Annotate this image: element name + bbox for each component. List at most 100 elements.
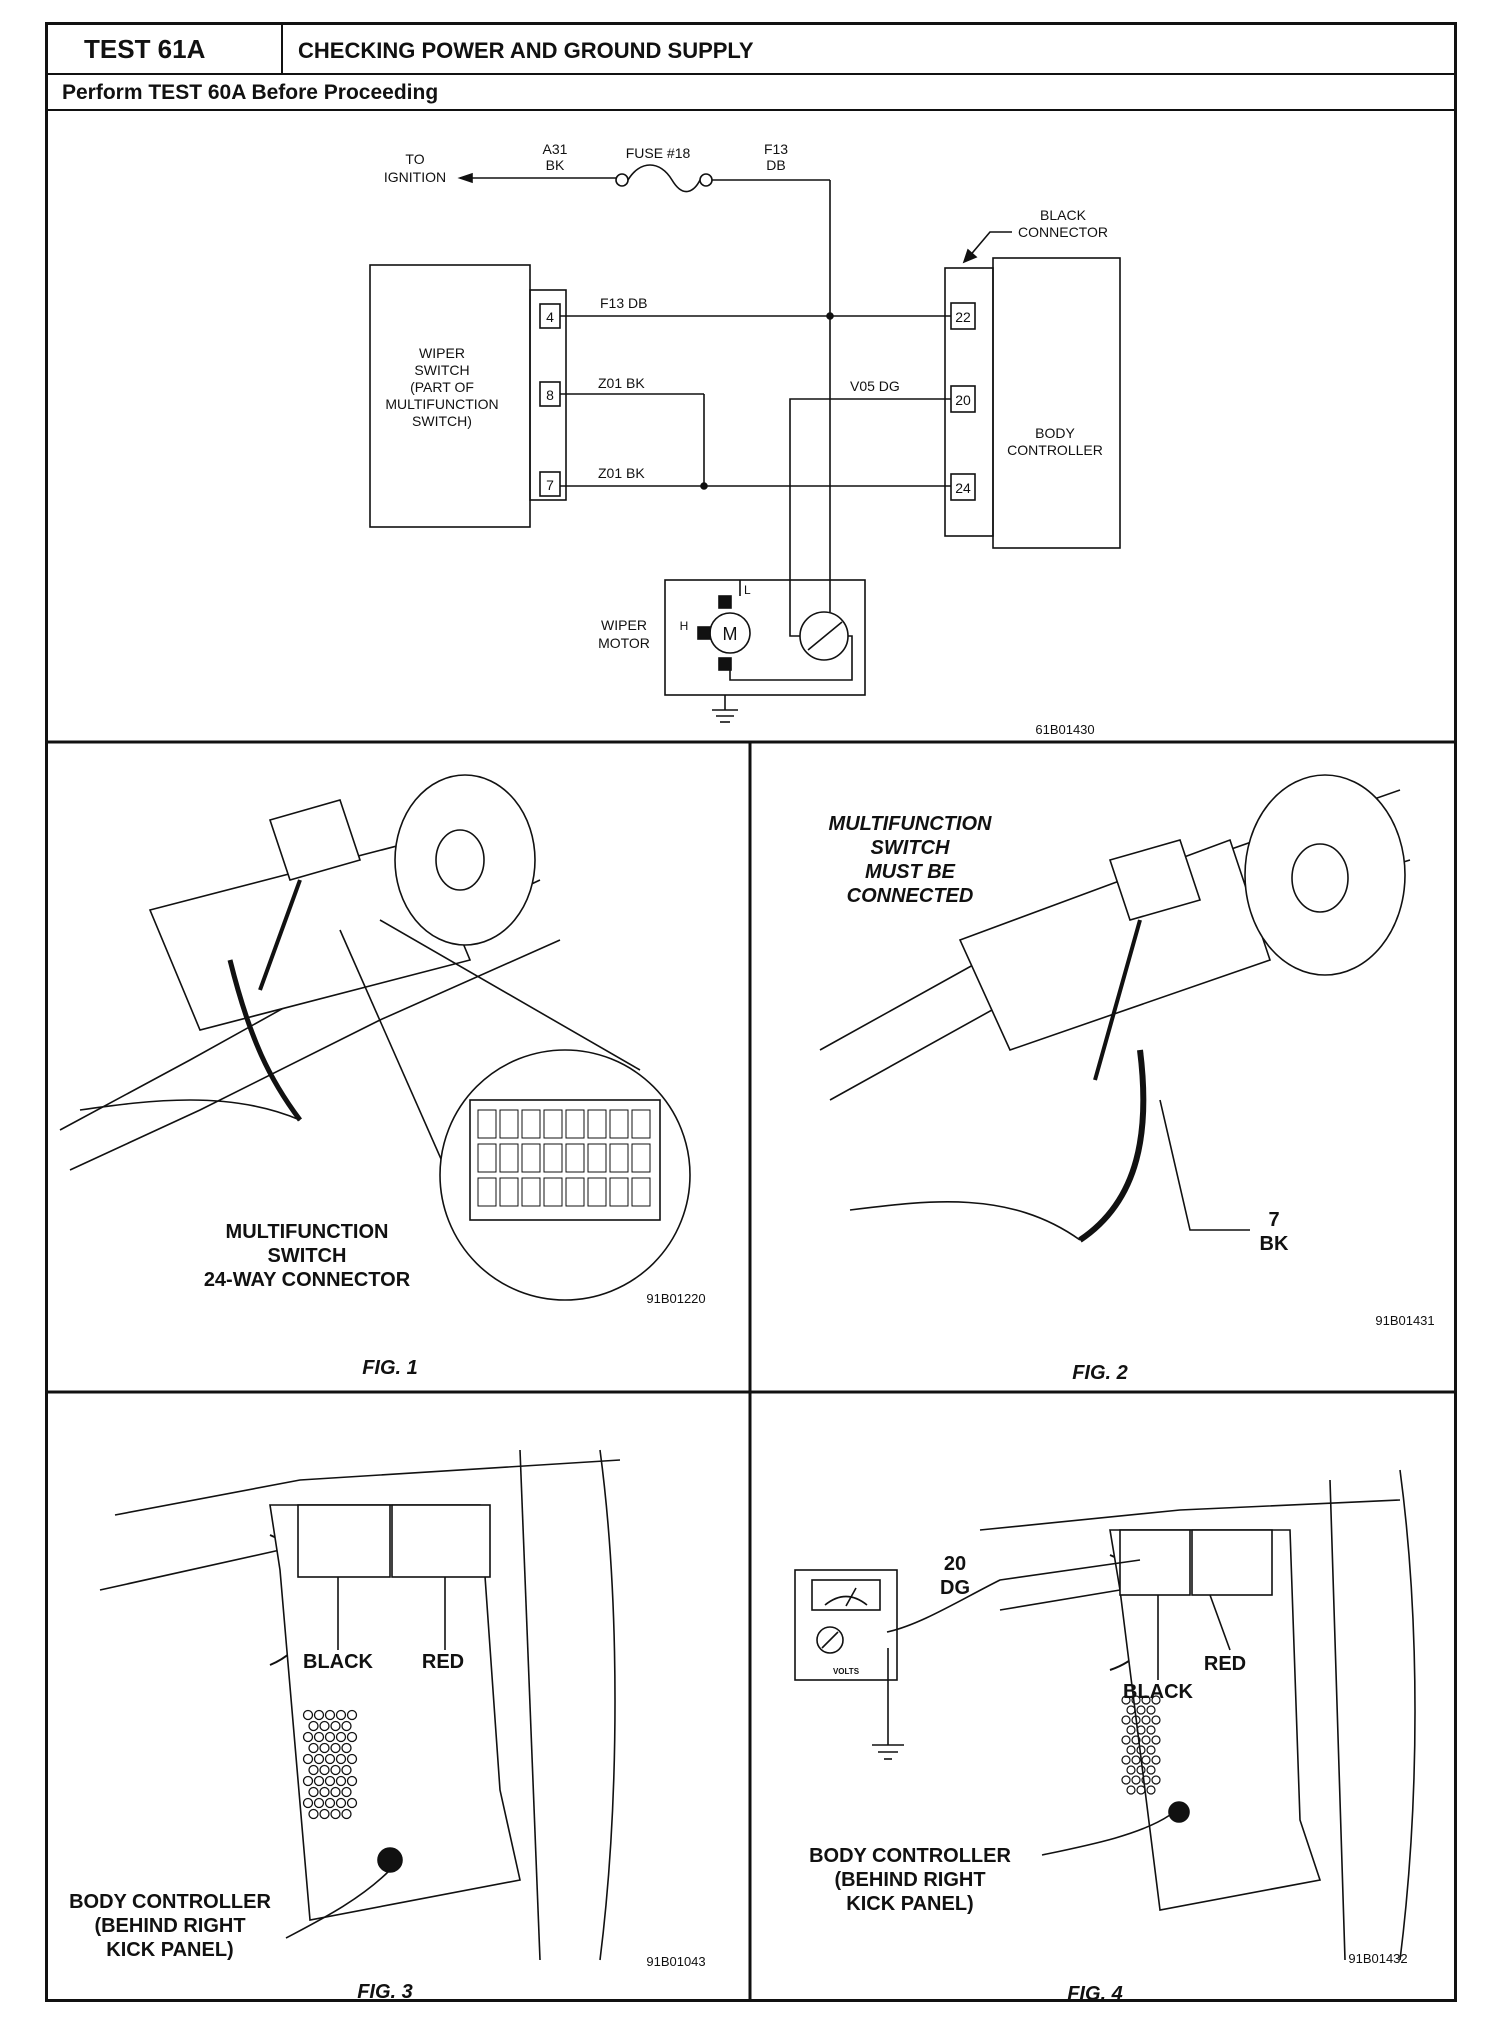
connector-cell: [543, 1109, 563, 1139]
vent-hole: [1151, 1735, 1161, 1745]
vent-hole: [346, 1709, 358, 1721]
vent-hole: [1131, 1715, 1141, 1725]
fig4-label: BODY CONTROLLER: [809, 1845, 1011, 1867]
mount-hole-icon: [1168, 1801, 1190, 1823]
fuse-icon: [627, 164, 701, 193]
vent-hole: [1121, 1775, 1131, 1785]
vent-hole: [1126, 1765, 1136, 1775]
dash-edge: [99, 1549, 281, 1591]
test-title: CHECKING POWER AND GROUND SUPPLY: [298, 38, 754, 63]
vent-hole: [1131, 1735, 1141, 1745]
vent-hole: [1146, 1705, 1156, 1715]
motor-symbol: M: [723, 624, 738, 644]
label-wiper-switch: SWITCH): [412, 413, 472, 429]
fig4-label: (BEHIND RIGHT: [834, 1869, 985, 1891]
leader-line: [285, 1869, 391, 1939]
vent-hole: [1151, 1695, 1161, 1705]
label-connector: CONNECTOR: [1018, 224, 1108, 240]
steering-hub-center: [435, 829, 485, 891]
connector-cell: [565, 1177, 585, 1207]
wire-label: Z01 BK: [598, 375, 645, 391]
fig4-red-label: RED: [1204, 1653, 1246, 1675]
label-wiper-motor: WIPER: [601, 617, 647, 633]
label-wiper-switch: WIPER: [419, 345, 465, 361]
wiper-switch-connector: [529, 289, 567, 501]
fig3-black-label: BLACK: [303, 1651, 374, 1673]
steering-hub-center: [1291, 843, 1349, 913]
fig1-label: 24-WAY CONNECTOR: [204, 1269, 411, 1291]
vent-hole: [302, 1797, 314, 1809]
wire-motor-return: [729, 635, 853, 681]
fig2-note: SWITCH: [871, 837, 950, 859]
pin-box: [539, 471, 561, 497]
connector-cell: [565, 1109, 585, 1139]
label-a31-color: BK: [546, 157, 565, 173]
fig4-labels: 20 DG BLACK RED BODY CONTROLLER (BEHIND …: [809, 1553, 1408, 2005]
vent-hole: [346, 1731, 358, 1743]
vent-hole: [341, 1786, 352, 1798]
fig2-caption: FIG. 2: [1072, 1362, 1128, 1384]
connector-cell: [521, 1143, 541, 1173]
vent-hole: [302, 1709, 314, 1721]
leader-line: [1041, 1814, 1171, 1856]
pin-label: 22: [955, 309, 971, 325]
vent-hole: [1131, 1755, 1141, 1765]
fuse-terminal-icon: [699, 173, 713, 187]
vent-hole: [341, 1742, 352, 1754]
connector-cell: [477, 1143, 497, 1173]
vent-hole: [330, 1720, 341, 1732]
wire-harness: [227, 959, 303, 1122]
label-wiper-switch: SWITCH: [414, 362, 469, 378]
schematic-labels: TO IGNITION A31 BK FUSE #18 F13 DB BLACK…: [384, 141, 1108, 737]
vent-hole: [335, 1709, 347, 1721]
vent-hole: [324, 1731, 336, 1743]
fig1-label: MULTIFUNCTION: [226, 1221, 389, 1243]
fuse-terminal-icon: [615, 173, 629, 187]
vent-hole: [324, 1797, 336, 1809]
vent-hole: [302, 1775, 314, 1787]
fig4-wire-label: 20: [944, 1553, 966, 1575]
fig2-illustration: [819, 774, 1411, 1243]
fig4-illustration: [794, 1469, 1416, 1961]
pin-label: 20: [955, 392, 971, 408]
vent-hole: [1151, 1775, 1161, 1785]
vent-hole: [313, 1753, 325, 1765]
wire-v05: [789, 398, 951, 630]
connector-cell: [521, 1177, 541, 1207]
vent-hole: [1126, 1705, 1136, 1715]
vent-hole: [335, 1775, 347, 1787]
motor-brush-icon: [697, 626, 711, 640]
figure-code: 91B01432: [1348, 1951, 1407, 1966]
column-tube: [69, 939, 561, 1171]
multifunction-switch: [268, 799, 362, 881]
vent-hole: [1136, 1765, 1146, 1775]
arrow-icon: [457, 172, 473, 184]
connector-cells: [477, 1109, 651, 1207]
vent-hole: [1136, 1725, 1146, 1735]
pin-label: 8: [546, 387, 554, 403]
pillar: [599, 1449, 616, 1961]
voltmeter-display: [811, 1579, 881, 1611]
connector-cell: [477, 1177, 497, 1207]
probe-positive: [886, 1559, 1141, 1633]
motor-l-label: L: [744, 583, 751, 597]
vent-hole: [1141, 1695, 1151, 1705]
vent-hole: [1136, 1745, 1146, 1755]
pillar: [519, 1449, 541, 1961]
fig3-illustration: [99, 1449, 621, 1961]
vent-hole: [1146, 1765, 1156, 1775]
fig3-label: BODY CONTROLLER: [69, 1891, 271, 1913]
red-connector: [1191, 1529, 1273, 1596]
connector-cell: [499, 1109, 519, 1139]
connector-cell: [587, 1109, 607, 1139]
vent-hole: [313, 1731, 325, 1743]
meter-dial-icon: [816, 1626, 844, 1654]
fig2-labels: MULTIFUNCTION SWITCH MUST BE CONNECTED 7…: [829, 813, 1435, 1384]
vent-hole: [319, 1808, 330, 1820]
connector-cell: [609, 1143, 629, 1173]
connector-cell: [521, 1109, 541, 1139]
label-f13-color: DB: [766, 157, 785, 173]
label-body-controller: CONTROLLER: [1007, 442, 1103, 458]
vent-hole: [1121, 1755, 1131, 1765]
fig3-caption: FIG. 3: [357, 1981, 413, 2003]
